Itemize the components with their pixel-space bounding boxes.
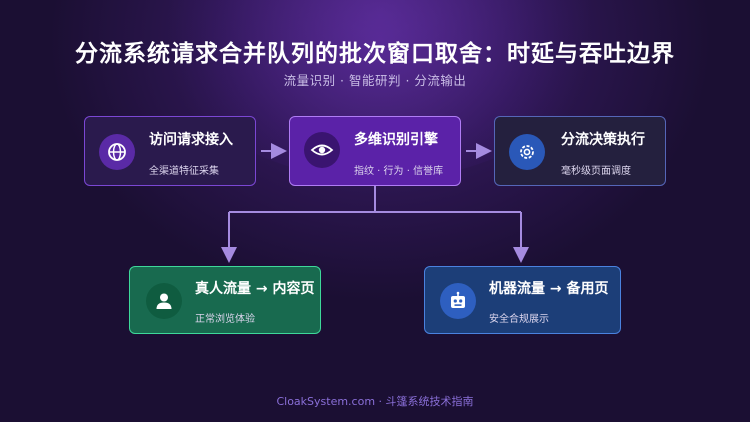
node-bot: 机器流量 → 备用页 安全合规展示 bbox=[424, 266, 621, 334]
node-decision: 分流决策执行 毫秒级页面调度 bbox=[494, 116, 666, 186]
page-title: 分流系统请求合并队列的批次窗口取舍：时延与吞吐边界 bbox=[75, 41, 675, 67]
globe-icon bbox=[99, 134, 135, 170]
node-access-label: 访问请求接入 bbox=[149, 132, 233, 148]
node-human-label: 真人流量 → 内容页 bbox=[195, 281, 315, 297]
gear-icon bbox=[509, 134, 545, 170]
eye-icon bbox=[304, 132, 340, 168]
node-human-sub: 正常浏览体验 bbox=[195, 314, 255, 325]
node-bot-label: 机器流量 → 备用页 bbox=[489, 281, 609, 297]
node-engine-label: 多维识别引擎 bbox=[354, 132, 438, 148]
node-decision-label: 分流决策执行 bbox=[561, 132, 645, 148]
footer-credit: CloakSystem.com · 斗篷系统技术指南 bbox=[276, 395, 474, 408]
robot-icon bbox=[440, 283, 476, 319]
node-access-sub: 全渠道特征采集 bbox=[149, 166, 219, 177]
node-engine-sub: 指纹 · 行为 · 信誉库 bbox=[354, 166, 444, 177]
node-decision-sub: 毫秒级页面调度 bbox=[561, 166, 631, 177]
branch-connector bbox=[229, 186, 521, 213]
node-engine: 多维识别引擎 指纹 · 行为 · 信誉库 bbox=[289, 116, 461, 186]
node-access: 访问请求接入 全渠道特征采集 bbox=[84, 116, 256, 186]
node-human: 真人流量 → 内容页 正常浏览体验 bbox=[129, 266, 321, 334]
node-bot-sub: 安全合规展示 bbox=[489, 314, 549, 325]
page-subtitle: 流量识别 · 智能研判 · 分流输出 bbox=[283, 73, 467, 88]
user-icon bbox=[146, 283, 182, 319]
